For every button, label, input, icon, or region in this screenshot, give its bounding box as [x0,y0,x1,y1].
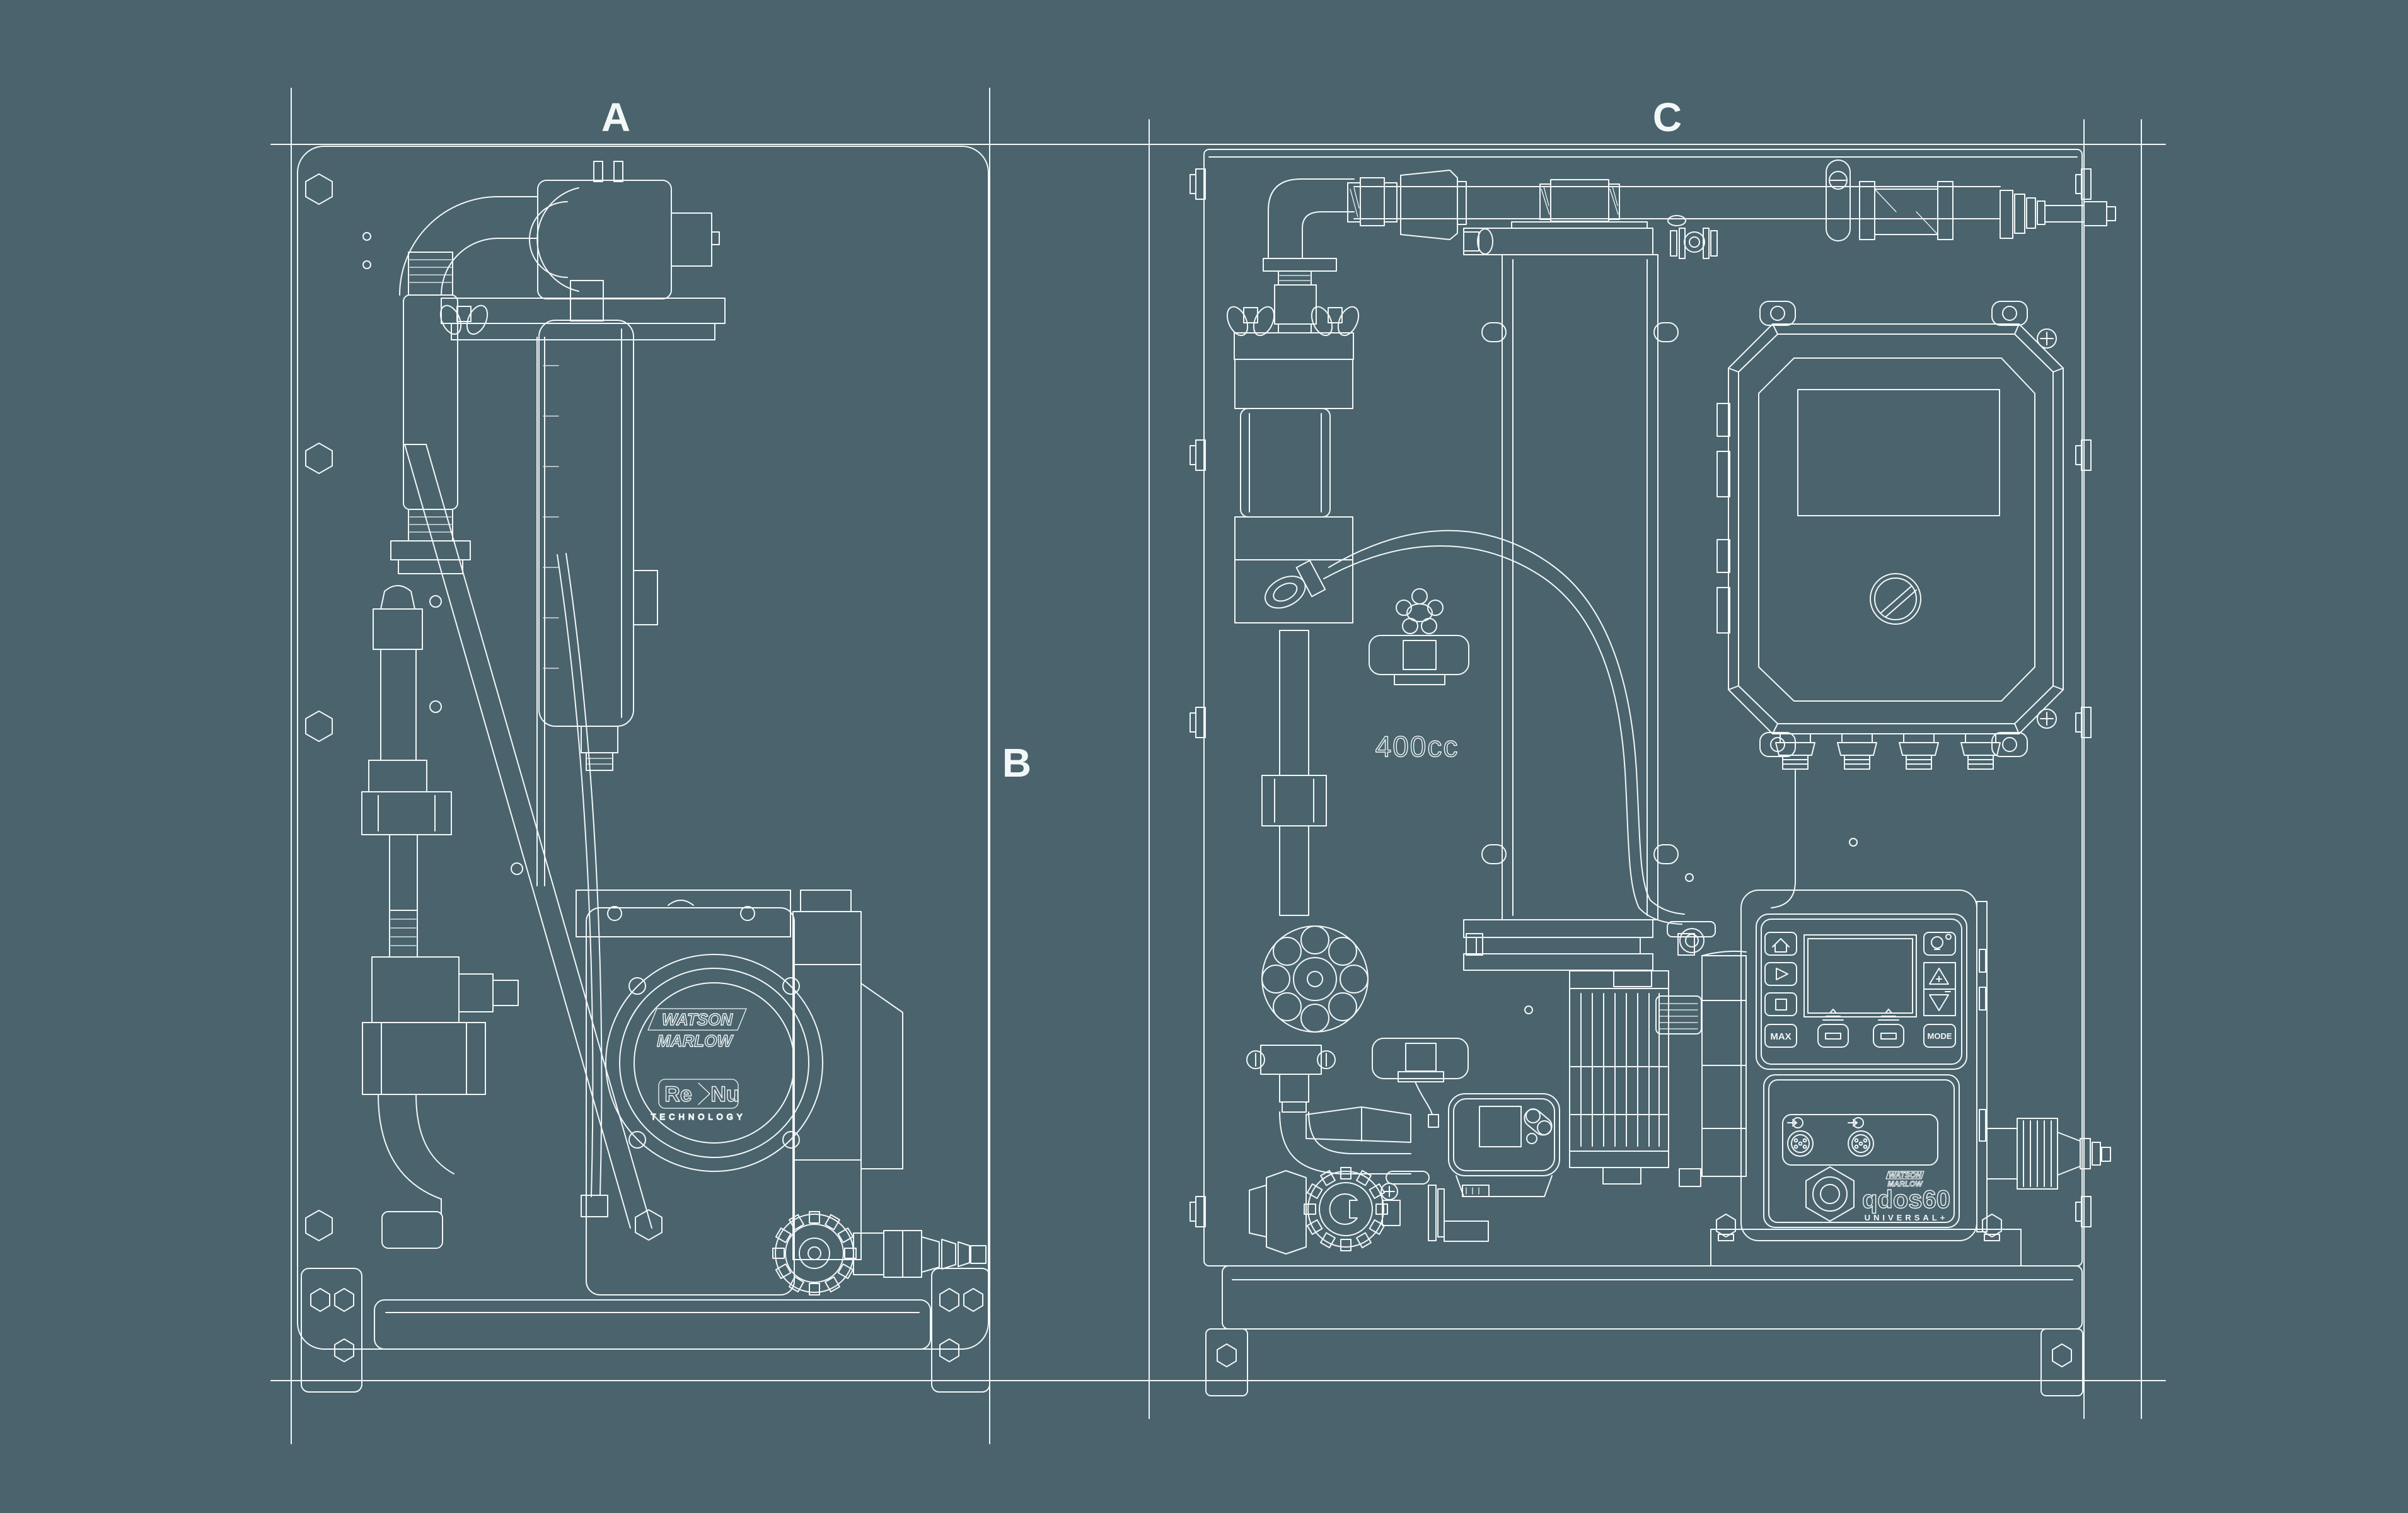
enclosure-latch [1870,573,1921,625]
watson-text: WATSON [662,1010,733,1029]
calibration-column: 400cc [1375,179,1718,987]
pump-head-circle [605,954,823,1172]
peristaltic-pump-side: WATSON MARLOW Re Nu TECHNOLOGY [576,890,987,1296]
dosing-pump: MAX MODE [1710,770,2111,1267]
hose-front [1323,530,1716,953]
suction-line-side [361,585,519,1249]
dampener-column-side [390,252,492,574]
discharge-valve-side [772,1211,987,1296]
enclosure-screw-bottom [2037,709,2057,729]
home-icon [1772,938,1790,953]
input-arrow-icon-1 [1787,1117,1803,1128]
m12-connector-2 [1848,1130,1874,1157]
pump-control-panel: MAX MODE [1756,913,1967,1070]
watson-marlow-logo: WATSON MARLOW [647,1008,747,1051]
base-side [301,1268,990,1393]
up-icon [1929,968,1949,985]
pump-front-face: WATSON MARLOW qdos60 UNIVERSAL+ [1763,1074,1960,1228]
mode-button [1923,1024,1956,1048]
pump-head-front [1569,950,1747,1187]
suction-pipework-front [1246,630,1411,1174]
stop-button [1764,992,1797,1016]
chamber-side [536,280,658,886]
cable-gland-2 [1837,733,1877,770]
dampener-front [1222,303,1363,623]
cable-gland-hex [1805,1166,1855,1222]
start-button [1764,962,1797,986]
increment-button [1923,962,1956,990]
inlet-elbow [1263,178,1355,333]
sample-valve-upper [1369,588,1469,685]
diagonal-brace [404,444,652,1229]
bulb-icon [1931,934,1952,950]
wing-nut [436,301,492,338]
cable-gland-4 [1960,733,2001,770]
renu-nu-text: Nu [710,1082,739,1106]
enclosure-screw-top [2037,328,2057,349]
control-cable [1771,770,1796,908]
enclosure-display-window [1797,389,2000,516]
hose-side [557,553,608,1217]
softkey-left [1817,1024,1849,1048]
front-panel [1190,149,2092,1267]
injection-assembly [1249,1167,1489,1255]
play-icon [1776,968,1788,980]
pump-model-label: qdos60 [1862,1186,1950,1214]
m12-connector-1 [1787,1130,1814,1157]
pump-base-bracket [1710,1214,2022,1267]
stop-icon [1775,999,1787,1011]
header-pipe [1347,159,2116,241]
dim-label-c: C [1653,95,1683,140]
down-icon [1929,994,1949,1011]
renu-logo: Re Nu TECHNOLOGY [651,1079,746,1122]
controller-enclosure [1716,301,2064,770]
home-button [1764,932,1797,956]
base-channel [1205,1265,2083,1396]
sample-valve-lower [1372,1038,1469,1128]
pump-screen [1803,934,1917,1017]
handwheel-valve [1261,925,1369,1033]
softkey-right [1873,1024,1904,1048]
input-arrow-icon-2 [1848,1117,1864,1128]
dimension-annotations: A B C [270,88,2166,1444]
renu-re-text: Re [664,1082,692,1106]
sensor-screen [1479,1106,1522,1147]
right-front-view: 400cc [1190,149,2116,1396]
pump-discharge-port [1986,1118,2111,1190]
decrement-button [1923,988,1956,1016]
calibration-volume-label: 400cc [1375,730,1459,763]
pump-series-label: UNIVERSAL+ [1865,1213,1948,1222]
max-button [1764,1024,1797,1048]
top-motor-assembly [399,161,726,340]
mode-button-label: MODE [1928,1031,1952,1041]
renu-sub-text: TECHNOLOGY [651,1112,746,1122]
left-side-view: WATSON MARLOW Re Nu TECHNOLOGY [297,146,990,1393]
dim-label-b: B [1002,740,1033,785]
backlight-button [1923,932,1956,956]
max-button-label: MAX [1770,1031,1791,1042]
flow-sensor [1448,1093,1560,1197]
cable-gland-3 [1899,733,1939,770]
hose-swivel [1265,560,1326,609]
pump-brand-marlow: MARLOW [1887,1180,1923,1188]
dim-label-a: A [601,95,632,140]
pump-brand-watson: WATSON [1889,1171,1921,1180]
marlow-text: MARLOW [657,1031,734,1050]
